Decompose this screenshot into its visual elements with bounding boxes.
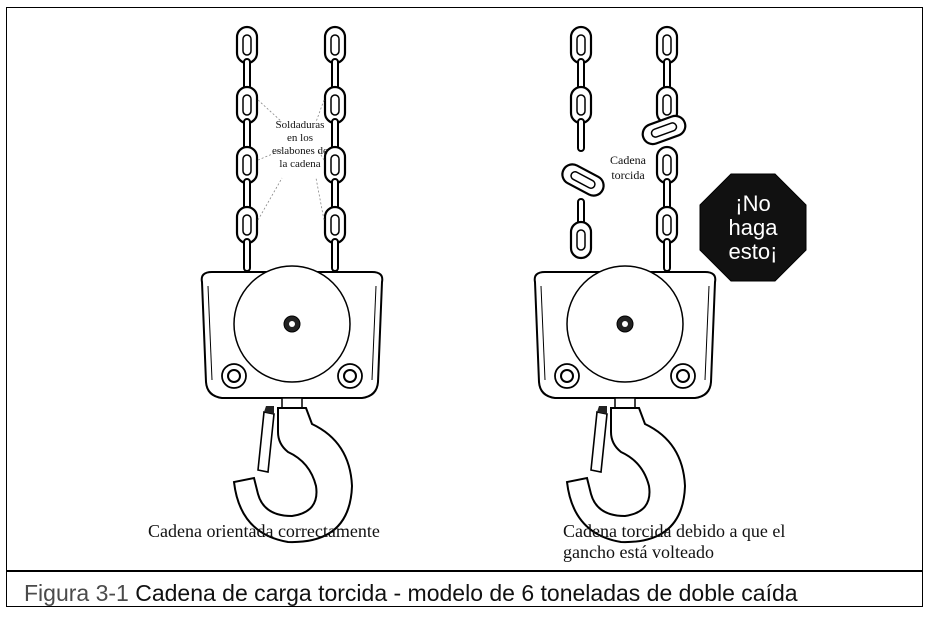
- figure-frame: [6, 7, 923, 607]
- caption-divider: [6, 570, 923, 572]
- stop-sign-icon: [699, 173, 807, 282]
- weld-annotation-line: la cadena: [279, 158, 321, 170]
- figure-title: Cadena de carga torcida - modelo de 6 to…: [135, 580, 798, 606]
- warning-text: ¡No haga esto¡: [718, 192, 788, 264]
- twisted-annotation-line: torcida: [611, 168, 645, 182]
- left-hoist-body: [200, 265, 384, 544]
- figure-number: Figura 3-1: [24, 580, 129, 606]
- weld-annotation-line: Soldaduras: [275, 119, 325, 131]
- right-hoist-body: [533, 265, 717, 544]
- left-chain-column-1: [235, 25, 259, 272]
- right-caption-line: Cadena torcida debido a que el: [563, 521, 786, 541]
- twisted-annotation: Cadena torcida: [600, 153, 656, 183]
- right-chain-column-1: [561, 25, 605, 260]
- right-chain-column-2: [641, 25, 687, 272]
- twisted-annotation-line: Cadena: [610, 153, 646, 167]
- weld-annotation: Soldaduras en los eslabones de la cadena: [268, 119, 332, 171]
- figure-caption: Figura 3-1 Cadena de carga torcida - mod…: [24, 580, 798, 607]
- warning-line: ¡No: [735, 191, 771, 216]
- warning-line: haga: [728, 215, 778, 240]
- weld-annotation-line: eslabones de: [272, 145, 328, 157]
- right-caption-line: gancho está volteado: [563, 542, 714, 562]
- weld-annotation-line: en los: [287, 132, 313, 144]
- warning-line: esto¡: [728, 239, 778, 264]
- weld-pointer-lines: [257, 99, 325, 221]
- left-caption: Cadena orientada correctamente: [148, 521, 380, 541]
- right-caption: Cadena torcida debido a que el gancho es…: [563, 521, 823, 563]
